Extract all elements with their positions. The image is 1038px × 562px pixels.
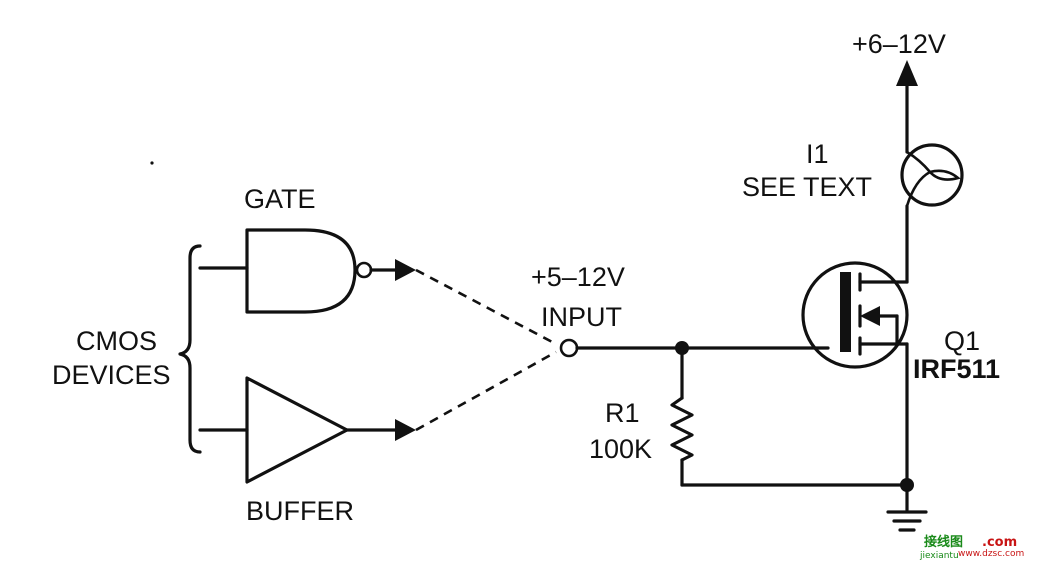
watermark-brand: 接线图 bbox=[924, 534, 963, 550]
buffer-output-arrow bbox=[395, 419, 416, 441]
supply-rail bbox=[896, 60, 918, 284]
watermark-domain: .com bbox=[982, 535, 1017, 550]
mosfet-q1 bbox=[801, 261, 909, 369]
watermark-sub: jiexiantu bbox=[919, 551, 959, 561]
cmos-bracket bbox=[178, 244, 202, 454]
resistor-value-label: 100K bbox=[589, 434, 652, 464]
buffer-label: BUFFER bbox=[246, 496, 354, 526]
supply-voltage-label: +6–12V bbox=[852, 29, 946, 59]
resistor-ref-label: R1 bbox=[605, 398, 640, 428]
cmos-label-line2: DEVICES bbox=[52, 360, 171, 390]
input-name-label: INPUT bbox=[541, 302, 622, 332]
ground-path bbox=[886, 342, 928, 532]
dashed-connections bbox=[415, 268, 557, 432]
gate-output-arrow bbox=[395, 259, 416, 281]
input-voltage-label: +5–12V bbox=[531, 262, 625, 292]
transistor-part-label: IRF511 bbox=[913, 354, 1000, 384]
junction-dot-ground bbox=[900, 478, 914, 492]
transistor-ref-label: Q1 bbox=[944, 326, 980, 356]
gate-label: GATE bbox=[244, 184, 316, 214]
lamp-i1 bbox=[900, 143, 964, 207]
lamp-ref-label: I1 bbox=[806, 139, 829, 169]
resistor-r1 bbox=[670, 346, 909, 487]
watermark-logo: 接线图 .com www.dzsc.com jiexiantu bbox=[919, 534, 1024, 561]
buffer bbox=[198, 376, 416, 484]
inverter-bubble bbox=[355, 261, 373, 279]
cmos-label-line1: CMOS bbox=[76, 326, 157, 356]
supply-arrow bbox=[896, 60, 918, 86]
nand-gate bbox=[198, 228, 416, 314]
watermark-site: www.dzsc.com bbox=[958, 549, 1024, 559]
stray-dot bbox=[150, 161, 154, 165]
input-terminal bbox=[559, 338, 579, 358]
lamp-note-label: SEE TEXT bbox=[742, 172, 872, 202]
